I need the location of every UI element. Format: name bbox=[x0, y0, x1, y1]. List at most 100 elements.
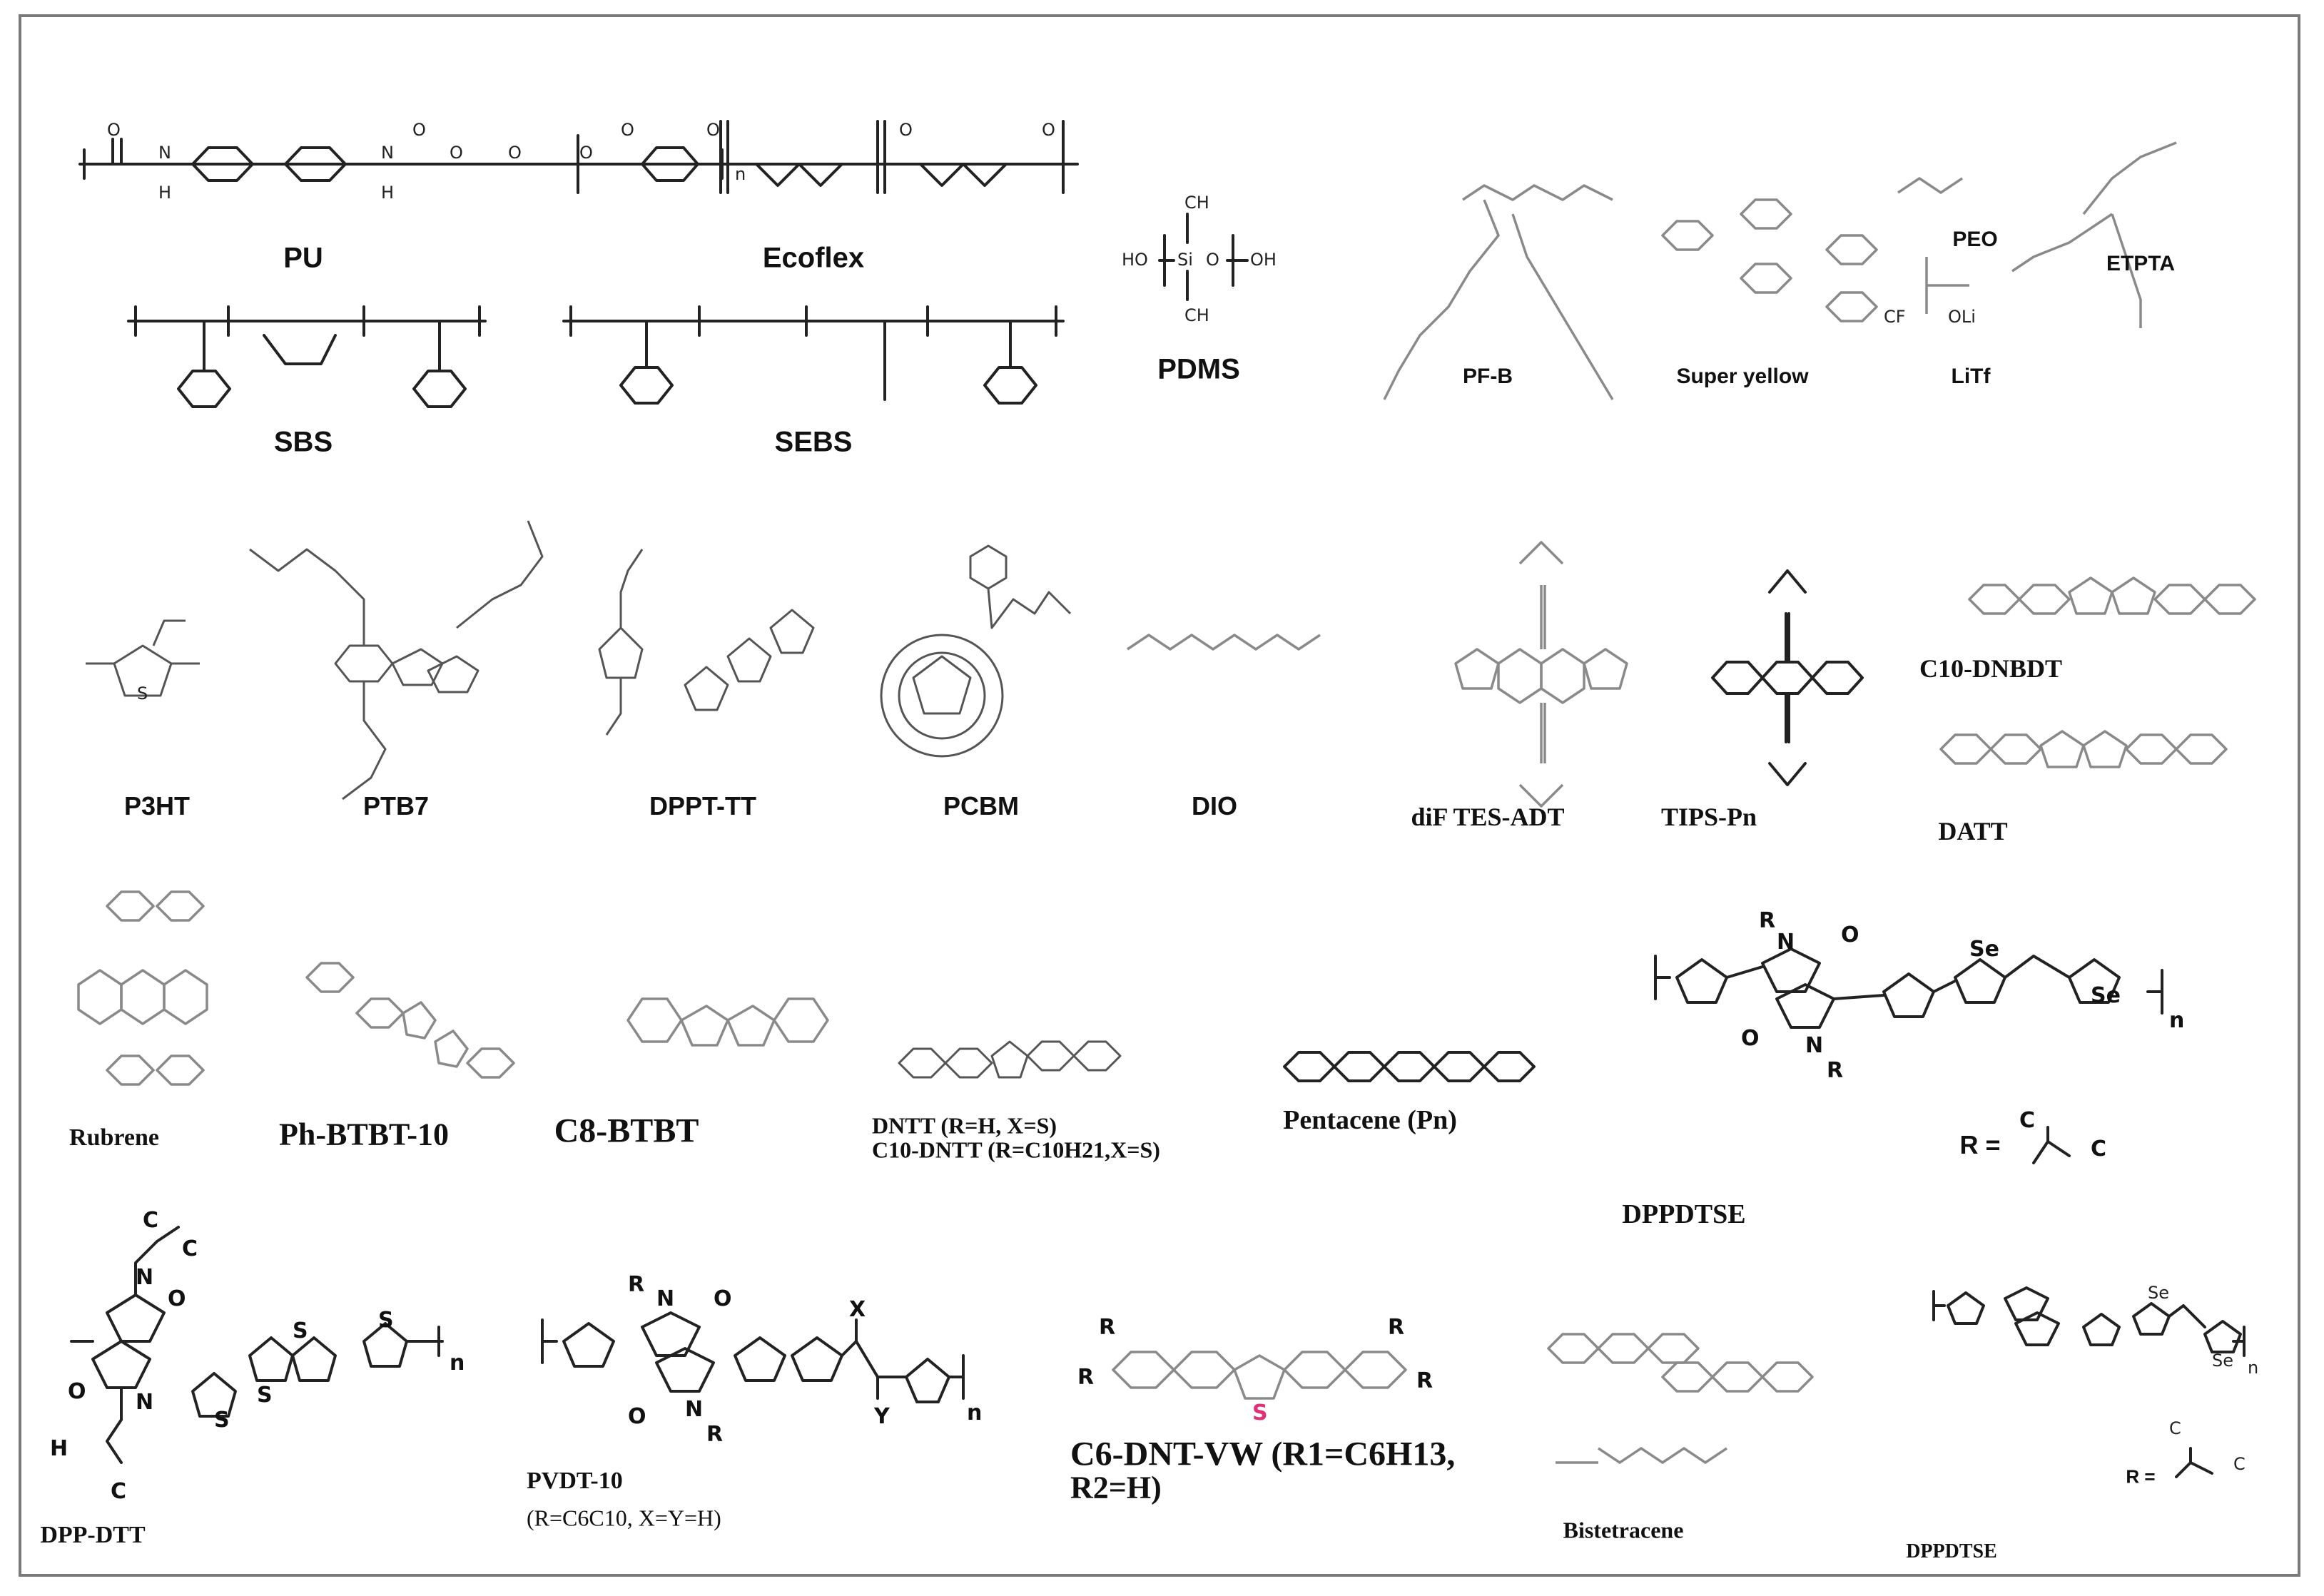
svg-text:O: O bbox=[412, 120, 426, 140]
svg-text:S: S bbox=[293, 1318, 308, 1343]
svg-text:H: H bbox=[158, 183, 171, 203]
label-ph-btbt-10: Ph-BTBT-10 bbox=[278, 1117, 450, 1152]
label-pu: PU bbox=[283, 242, 323, 274]
svg-text:N: N bbox=[381, 143, 394, 163]
svg-text:n: n bbox=[735, 164, 746, 184]
svg-text:Si: Si bbox=[1177, 250, 1193, 270]
label-c8-btbt: C8-BTBT bbox=[554, 1112, 699, 1150]
label-dppdtse-bottom: DPPDTSE bbox=[1906, 1540, 1997, 1562]
svg-text:R: R bbox=[1759, 908, 1775, 933]
svg-text:R: R bbox=[1388, 1315, 1404, 1340]
svg-text:OLi: OLi bbox=[1948, 307, 1976, 327]
svg-text:N: N bbox=[1777, 930, 1795, 955]
label-dio: DIO bbox=[1191, 791, 1238, 820]
ptb7-structure bbox=[249, 520, 544, 800]
svg-text:N: N bbox=[1805, 1033, 1823, 1058]
svg-text:R: R bbox=[1827, 1058, 1843, 1083]
svg-text:S: S bbox=[214, 1408, 230, 1433]
label-c6-dnt-vw: C6-DNT-VW (R1=C6H13, bbox=[1070, 1435, 1456, 1473]
dntt-structure bbox=[898, 1040, 1122, 1079]
label-pf-b: PF-B bbox=[1463, 365, 1513, 388]
svg-text:N: N bbox=[656, 1286, 674, 1311]
svg-text:n: n bbox=[967, 1401, 982, 1425]
svg-text:CH: CH bbox=[1184, 193, 1209, 213]
label-pdms: PDMS bbox=[1157, 353, 1240, 385]
ph-btbt-10-structure bbox=[305, 962, 515, 1079]
label-dppt-tt: DPPT-TT bbox=[649, 791, 756, 820]
svg-text:CH: CH bbox=[1184, 305, 1209, 325]
svg-text:HO: HO bbox=[1122, 250, 1148, 270]
svg-text:N: N bbox=[136, 1265, 153, 1290]
pf-b-structure bbox=[1383, 184, 1614, 400]
label-dppdtse-bottom-r: R = bbox=[2126, 1465, 2156, 1488]
svg-text:C: C bbox=[182, 1236, 198, 1261]
label-c10-dntt: C10-DNTT (R=C10H21,X=S) bbox=[872, 1137, 1160, 1163]
svg-text:O: O bbox=[68, 1379, 86, 1404]
svg-text:O: O bbox=[899, 120, 913, 140]
svg-text:N: N bbox=[136, 1390, 153, 1415]
label-tips-pn: TIPS-Pn bbox=[1660, 803, 1757, 831]
c10-dnbdt-structure bbox=[1968, 576, 2256, 615]
dppt-tt-structure bbox=[598, 549, 815, 736]
svg-text:C: C bbox=[2169, 1418, 2181, 1438]
svg-text:C: C bbox=[2091, 1137, 2106, 1162]
svg-text:O: O bbox=[706, 120, 720, 140]
svg-text:H: H bbox=[50, 1436, 68, 1461]
dio-structure bbox=[1127, 634, 1321, 651]
pdms-structure: HO Si O OH CH CH bbox=[1122, 193, 1277, 325]
svg-text:Se: Se bbox=[2148, 1283, 2169, 1303]
label-p3ht: P3HT bbox=[123, 791, 191, 820]
svg-text:R: R bbox=[1077, 1365, 1094, 1390]
label-peo: PEO bbox=[1952, 228, 1998, 251]
label-super-yellow: Super yellow bbox=[1676, 365, 1809, 388]
pvdt-10-structure: RN OO NR XY n bbox=[541, 1272, 982, 1447]
svg-text:n: n bbox=[2248, 1358, 2258, 1378]
svg-text:C: C bbox=[143, 1208, 158, 1233]
label-pentacene: Pentacene (Pn) bbox=[1283, 1105, 1457, 1135]
pcbm-structure bbox=[880, 544, 1072, 758]
svg-text:Se: Se bbox=[2212, 1351, 2233, 1371]
svg-text:n: n bbox=[2169, 1008, 2184, 1033]
label-ecoflex: Ecoflex bbox=[762, 242, 865, 274]
sebs-structure bbox=[562, 305, 1065, 405]
peo-litf-structure: CF OLi bbox=[1884, 177, 1976, 327]
label-sebs: SEBS bbox=[774, 426, 853, 458]
label-litf: LiTf bbox=[1951, 365, 1991, 388]
svg-text:X: X bbox=[849, 1297, 866, 1322]
label-pcbm: PCBM bbox=[943, 791, 1019, 820]
svg-text:S: S bbox=[378, 1308, 394, 1333]
svg-text:O: O bbox=[579, 143, 593, 163]
label-dppdtse-top: DPPDTSE bbox=[1622, 1199, 1746, 1229]
pentacene-structure bbox=[1283, 1051, 1536, 1082]
label-dpp-dtt: DPP-DTT bbox=[40, 1522, 146, 1548]
label-ptb7: PTB7 bbox=[362, 791, 430, 820]
svg-text:N: N bbox=[158, 143, 171, 163]
figure-frame bbox=[19, 14, 2300, 1577]
svg-text:R: R bbox=[1416, 1368, 1433, 1393]
label-dntt: DNTT (R=H, X=S) bbox=[872, 1112, 1057, 1139]
label-dif-tes-adt: diF TES-ADT bbox=[1411, 803, 1565, 831]
etpta-structure bbox=[2011, 141, 2177, 328]
svg-text:O: O bbox=[714, 1286, 732, 1311]
label-etpta: ETPTA bbox=[2106, 252, 2176, 275]
c6-dnt-vw-structure: S RR RR bbox=[1077, 1315, 1433, 1425]
super-yellow-structure bbox=[1661, 198, 1878, 322]
svg-text:O: O bbox=[168, 1286, 186, 1311]
label-datt: DATT bbox=[1938, 817, 2008, 845]
sbs-structure bbox=[127, 305, 487, 408]
svg-text:O: O bbox=[621, 120, 634, 140]
svg-text:O: O bbox=[1206, 250, 1219, 270]
svg-text:O: O bbox=[107, 120, 121, 140]
svg-text:S: S bbox=[1252, 1401, 1268, 1425]
svg-text:R: R bbox=[628, 1272, 644, 1297]
svg-text:R: R bbox=[1099, 1315, 1115, 1340]
svg-text:N: N bbox=[685, 1397, 703, 1422]
svg-text:C: C bbox=[111, 1479, 126, 1504]
svg-text:CF: CF bbox=[1884, 307, 1906, 327]
label-bistetracene: Bistetracene bbox=[1563, 1517, 1684, 1543]
svg-text:C: C bbox=[2233, 1454, 2246, 1474]
svg-text:O: O bbox=[1042, 120, 1055, 140]
